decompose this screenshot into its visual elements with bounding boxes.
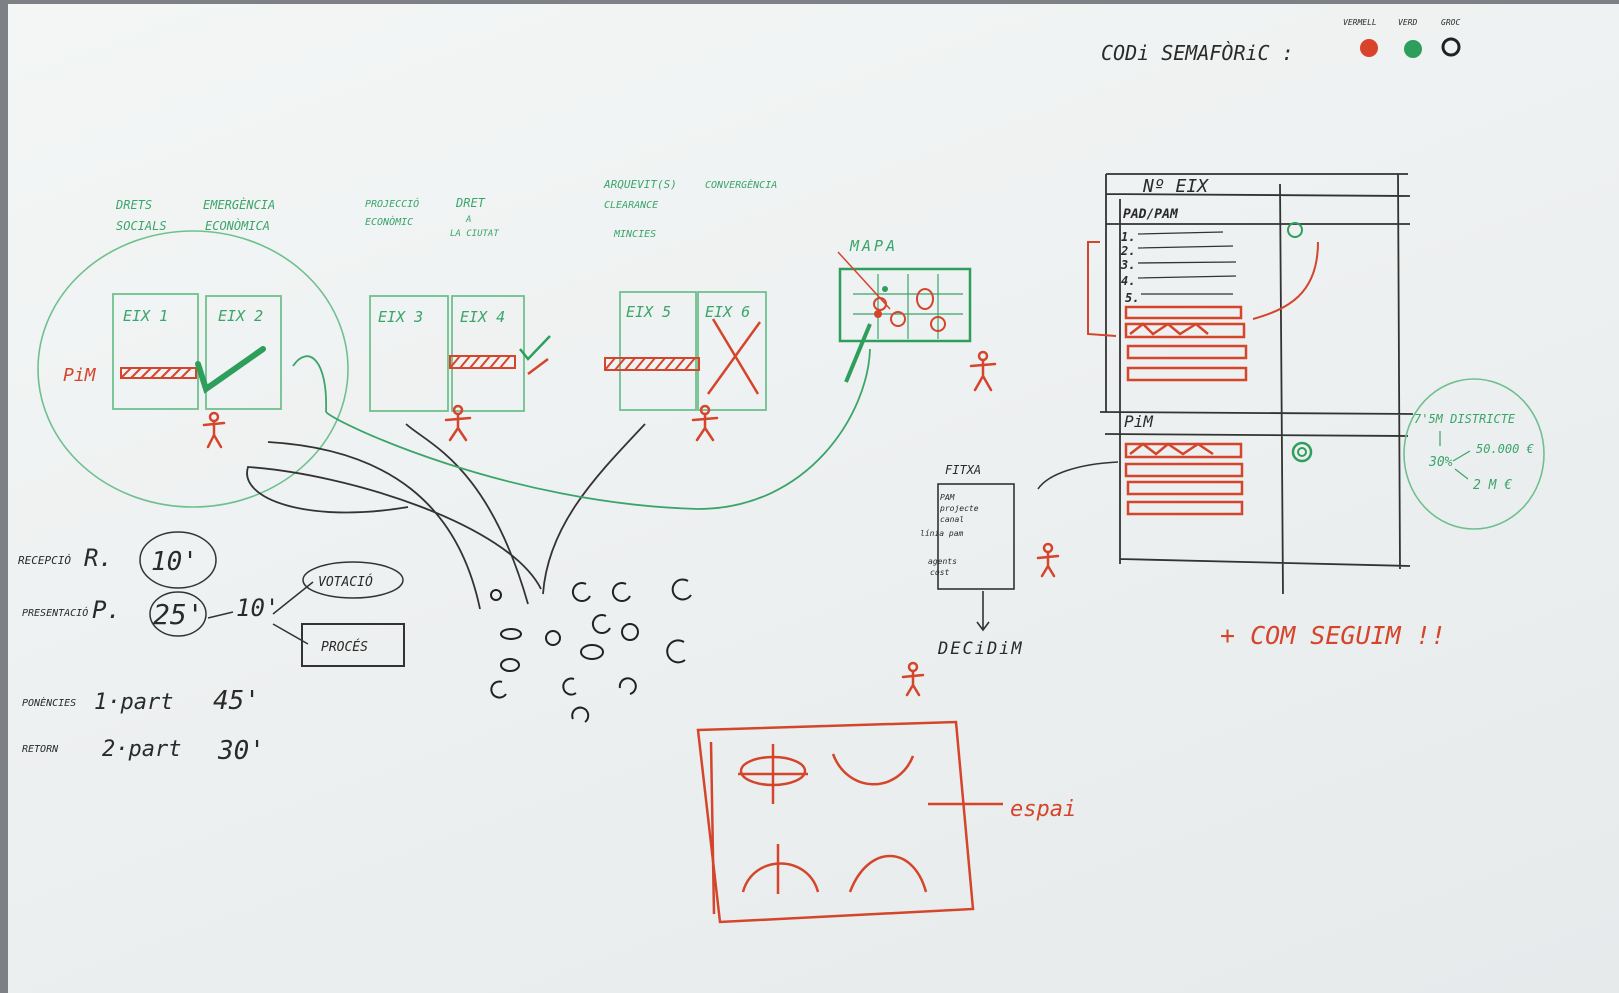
heading-economica: ECONÒMICA [205,218,270,233]
check-small-icon [519,335,551,361]
space-sketch [696,720,1003,924]
axis-label-3: EIX 3 [378,308,423,326]
person-icon [444,404,472,442]
red-dot-icon [1360,39,1378,57]
espai-label: espai [1010,797,1076,822]
com-seguim-label: + COM SEGUIM !! [1220,621,1446,650]
fitxa-sketch: FITXA PAM projecte canal línia pam agent… [920,463,1024,659]
panel-item: 5. [1125,291,1139,305]
fitxa-line: canal [940,515,964,524]
heading-economic: ECONÒMIC [365,215,413,228]
timeline-row-label: PONÈNCIES [22,696,76,709]
heading-drets: DRETS [115,198,152,212]
axis-label-2: EIX 2 [218,307,263,325]
budget-left: 30% [1428,455,1453,470]
fitxa-line: cost [930,568,949,577]
heading-convergencia: CONVERGÈNCIA [705,178,777,191]
fitxa-line: PAM [940,493,956,502]
axis-label-6: EIX 6 [705,303,750,321]
axis-box-2 [205,295,282,410]
panel-item: 1. [1121,230,1135,244]
timeline-row-label: PRESENTACIÓ [22,606,88,619]
semaphore-label-yellow: GROC [1441,18,1460,27]
budget-right2: 2 M € [1473,478,1512,493]
fitxa-line: línia pam [920,529,964,538]
connector-arrows [246,423,646,610]
person-icon [969,350,997,392]
participants-cluster [490,578,692,723]
timeline-row-part: 2·part [102,737,181,762]
semaphore-label-green: VERD [1398,18,1417,27]
axis-label-4: EIX 4 [460,308,505,326]
budget-right1: 50.000 € [1476,442,1534,456]
check-icon [195,346,266,394]
axis-label-1: EIX 1 [123,307,168,325]
pim-bars [120,355,700,379]
person-icon [691,404,719,442]
fitxa-line: projecte [939,504,979,513]
panel-item: 3. [1120,258,1135,272]
semaphore-title: CODi SEMAFÒRiC : [1101,41,1294,65]
pim-label: PiM [63,365,97,386]
panel-pim: PiM [1124,412,1154,431]
heading-la-ciutat: LA CIUTAT [450,229,499,239]
heading-dret: DRET [455,196,486,210]
semaphore-label-red: VERMELL [1343,18,1377,27]
person-icon [1036,542,1060,578]
timeline-row-letter: R. [84,544,113,572]
timeline-row-label: RECEPCIÓ [18,554,71,567]
heading-mincies: MINCIES [613,229,656,240]
budget-top: 7'5M DISTRICTE [1414,412,1516,426]
timeline-row-value: 45' [213,686,260,716]
green-dot-icon [1404,40,1422,58]
red-stroke [527,358,549,375]
axis-box-3 [369,295,449,412]
axis-boxes [112,291,767,412]
person-icons [202,350,1060,697]
timeline-row-arrow-value: 10' [236,594,279,622]
timeline-row-letter: P. [92,596,121,624]
heading-socials: SOCIALS [116,219,167,233]
heading-projeccio: PROJECCIÓ [365,197,419,210]
timeline: RECEPCIÓ R. 10' PRESENTACIÓ P. 25' 10' V… [18,531,405,766]
budget-circle: 7'5M DISTRICTE 50.000 € 30% 2 M € [1403,378,1545,530]
mapa-sketch [837,251,972,383]
timeline-row-label: RETORN [22,744,59,755]
fitxa-line: agents [928,557,957,566]
fitxa-title: FITXA [945,463,981,477]
heading-emergencia: EMERGÈNCIA [203,197,275,212]
mapa-label: MAPA [849,237,898,255]
axis-box-6 [697,291,767,411]
panel-subtitle: PAD/PAM [1123,207,1179,222]
timeline-row-value: 30' [217,736,265,766]
green-arc [325,348,871,510]
person-icon [202,411,226,449]
axis-headings: DRETS SOCIALS EMERGÈNCIA ECONÒMICA PROJE… [115,178,777,240]
axis-box-1 [112,293,199,410]
votacio-label: VOTACIÓ [318,574,373,590]
timeline-row-value: 25' [153,598,204,631]
heading-arquevit: ARQUEVIT(S) [603,178,677,191]
panel-title: Nº EIX [1142,176,1209,197]
group1-circle [37,230,349,508]
person-icon [901,661,925,697]
axis-box-5 [619,291,697,411]
whiteboard: CODi SEMAFÒRiC : VERMELL VERD GROC DRETS… [8,4,1619,993]
axis-label-5: EIX 5 [626,303,671,321]
yellow-dot-icon [1441,37,1461,57]
timeline-row-part: 1·part [94,690,173,715]
proces-label: PROCÉS [321,639,368,655]
axis-labels: EIX 1 EIX 2 EIX 3 EIX 4 EIX 5 EIX 6 [123,303,750,326]
whiteboard-drawing: CODi SEMAFÒRiC : VERMELL VERD GROC DRETS… [18,18,1545,924]
axis-panel: Nº EIX PAD/PAM 1. 2. 3. 4. 5. PiM [1037,173,1414,595]
panel-item: 4. [1121,274,1135,288]
heading-a: A [465,215,471,225]
decidim-label: DECiDiM [937,639,1024,659]
heading-clearance: CLEARANCE [604,200,658,211]
cross-icon [706,318,762,395]
timeline-row-value: 10' [151,547,198,577]
green-arc [292,355,327,413]
panel-item: 2. [1120,244,1135,258]
semaphore-legend: CODi SEMAFÒRiC : VERMELL VERD GROC [1101,18,1461,65]
